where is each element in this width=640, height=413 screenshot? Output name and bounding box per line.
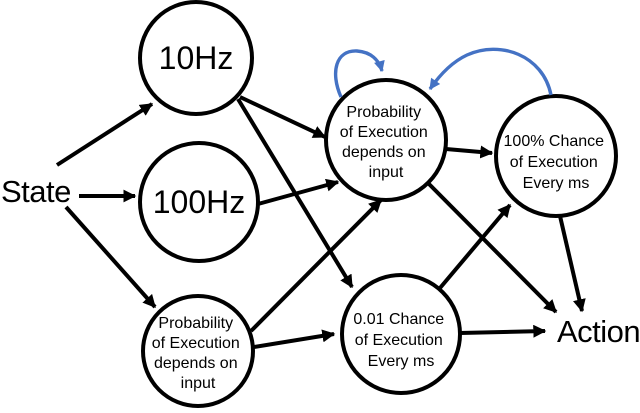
edge-state-prob_input_lower — [64, 205, 157, 309]
node-prob-exec-middle: Probability of Execution depends on inpu… — [324, 78, 448, 202]
node-prob-exec-middle-label: Probability of Execution depends on inpu… — [340, 104, 433, 181]
node-10hz-label: 10Hz — [159, 40, 234, 76]
edge-layer — [55, 47, 586, 349]
edge-prob_input_lower-prob_exec_mid — [249, 198, 383, 333]
edge-chance_100-prob_exec_mid — [428, 47, 553, 96]
node-100hz: 100Hz — [138, 141, 260, 263]
node-prob-input-lower-label: Probability of Execution depends on inpu… — [152, 315, 245, 392]
edge-prob_input_lower-chance_001 — [253, 329, 336, 349]
node-prob-input-lower: Probability of Execution depends on inpu… — [141, 294, 255, 408]
node-001-chance-label: 0.01 Chance of Execution Every ms — [353, 311, 448, 370]
node-100pct-chance-label: 100% Chance of Execution Every ms — [504, 133, 609, 192]
node-100hz-label: 100Hz — [153, 184, 246, 220]
node-prob-exec-middle-circle — [324, 78, 448, 202]
action-label: Action — [557, 314, 640, 349]
edge-hz100-prob_exec_mid — [257, 178, 340, 206]
edge-prob_exec_mid-chance_100 — [445, 145, 494, 159]
node-100pct-chance: 100% Chance of Execution Every ms — [494, 94, 618, 218]
node-10hz: 10Hz — [138, 0, 254, 116]
node-001-chance-circle — [340, 273, 462, 395]
state-label: State — [1, 174, 71, 209]
edge-hz10-prob_exec_mid — [239, 95, 327, 139]
node-10hz-circle — [138, 0, 254, 116]
edge-chance_001-chance_100 — [438, 203, 512, 290]
node-001-chance: 0.01 Chance of Execution Every ms — [340, 273, 462, 395]
node-100pct-chance-circle — [494, 94, 618, 218]
edge-prob_exec_mid-action — [427, 182, 558, 314]
node-prob-input-lower-circle — [141, 294, 255, 408]
edge-chance_001-action — [459, 324, 547, 338]
edge-prob_exec_mid-prob_exec_mid — [333, 49, 385, 98]
edge-chance_100-action — [558, 215, 586, 313]
edge-state-hz10 — [55, 102, 154, 167]
